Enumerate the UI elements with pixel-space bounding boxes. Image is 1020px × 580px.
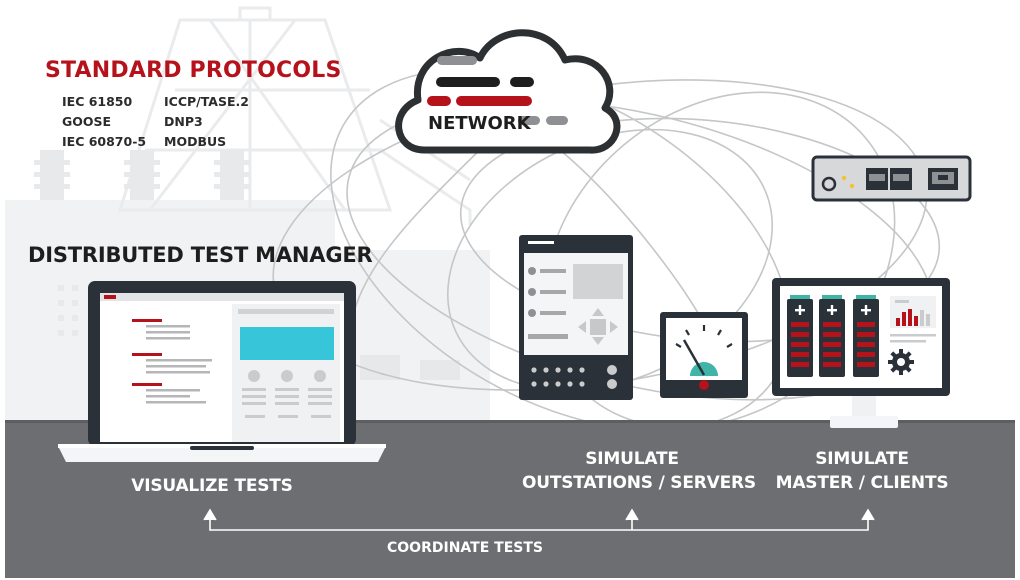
battery-gauges: [787, 295, 879, 377]
gateway-device-icon: [811, 155, 972, 202]
protocols-title: STANDARD PROTOCOLS: [45, 58, 342, 83]
protocol-list-col2: ICCP/TASE.2 DNP3 MODBUS: [164, 92, 249, 152]
gear-icon: [888, 349, 914, 375]
mini-bar-chart: [890, 296, 936, 343]
simulate-master-line1: SIMULATE: [815, 449, 909, 469]
network-label: NETWORK: [428, 113, 531, 134]
coordinate-arrows: [203, 508, 875, 531]
simulate-outstations-label: SIMULATE OUTSTATIONS / SERVERS: [522, 447, 756, 495]
relay-panel-icon: [519, 235, 633, 400]
visualize-tests-label: VISUALIZE TESTS: [131, 476, 293, 496]
simulate-outstations-line1: SIMULATE: [585, 449, 679, 469]
protocol-item: GOOSE: [62, 114, 112, 129]
protocol-item: IEC 60870-5: [62, 134, 147, 149]
cloud-icon: [395, 29, 621, 154]
protocol-item: MODBUS: [164, 134, 227, 149]
dtm-title: DISTRIBUTED TEST MANAGER: [28, 243, 373, 267]
protocol-item: DNP3: [164, 114, 203, 129]
coordinate-tests-label: COORDINATE TESTS: [387, 540, 543, 556]
simulate-outstations-line2: OUTSTATIONS / SERVERS: [522, 473, 756, 493]
simulate-master-line2: MASTER / CLIENTS: [775, 473, 949, 493]
simulate-master-label: SIMULATE MASTER / CLIENTS: [772, 447, 952, 495]
analog-meter-icon: [660, 312, 748, 398]
protocol-item: ICCP/TASE.2: [164, 94, 249, 109]
monitor-icon: [772, 278, 950, 428]
protocol-list-col1: IEC 61850 GOOSE IEC 60870-5: [62, 92, 146, 152]
protocol-item: IEC 61850: [62, 94, 133, 109]
laptop-icon: [58, 281, 386, 462]
